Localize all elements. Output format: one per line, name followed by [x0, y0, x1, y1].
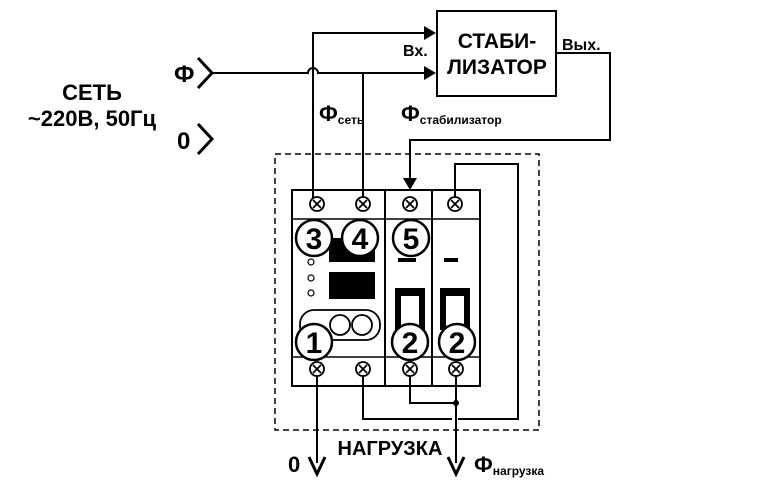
number-circles [294, 218, 477, 362]
phase-load-main: Ф [474, 452, 493, 477]
wires [212, 32, 611, 463]
display-bottom [329, 272, 375, 299]
number-3: 3 [306, 223, 323, 256]
arrow-to-terminal-5 [403, 178, 417, 190]
terminal-bottom-2 [355, 361, 371, 377]
breaker-1-dash [398, 258, 416, 262]
terminal-bottom-3 [402, 361, 418, 377]
stabilizer-input-label: Вх. [403, 43, 428, 60]
phase-load-sub: нагрузка [493, 464, 545, 478]
junction-dot [453, 400, 459, 406]
breaker-2-dash [444, 258, 458, 262]
enclosure-dashed [274, 153, 540, 431]
stabilizer-title-line1: СТАБИ- [458, 30, 537, 53]
number-2a: 2 [402, 327, 419, 360]
phase-connector-icon [196, 56, 215, 90]
phase-load-tag: Фнагрузка [474, 452, 544, 478]
breaker-1-toggle-inner [401, 296, 419, 330]
led-4 [307, 289, 315, 297]
arrow-input-phase [424, 66, 436, 80]
number-2b: 2 [449, 327, 466, 360]
terminal-top-3 [402, 196, 418, 212]
led-3 [307, 274, 315, 282]
number-1: 1 [306, 327, 323, 360]
relay-button-left[interactable] [329, 314, 351, 336]
network-title: СЕТЬ [62, 80, 122, 105]
breaker-2-toggle-inner [446, 296, 464, 330]
arrow-neutral-out [307, 456, 327, 478]
terminal-top-1 [309, 196, 325, 212]
phase-network-tag: Фсеть [319, 101, 364, 127]
terminal-top-4 [447, 196, 463, 212]
relay-button-right[interactable] [351, 314, 373, 336]
neutral-connector-icon [196, 122, 215, 156]
phase-stabilizer-sub: стабилизатор [420, 113, 502, 127]
load-title: НАГРУЗКА [338, 438, 443, 460]
phase-input-label: Ф [174, 61, 194, 88]
led-2 [307, 258, 315, 266]
number-4: 4 [352, 223, 369, 256]
number-5: 5 [403, 223, 420, 256]
phase-stabilizer-main: Ф [401, 101, 420, 126]
phase-network-main: Ф [319, 101, 338, 126]
arrow-phase-out [446, 456, 466, 478]
stabilizer-title-line2: ЛИЗАТОР [447, 56, 547, 79]
terminal-top-2 [355, 196, 371, 212]
stabilizer-box [436, 10, 557, 97]
load-neutral-label: 0 [288, 452, 300, 477]
network-spec: ~220В, 50Гц [28, 106, 157, 131]
stabilizer-output-label: Вых. [562, 37, 601, 54]
neutral-input-label: 0 [177, 128, 190, 155]
terminal-bottom-4 [448, 361, 464, 377]
phase-stabilizer-tag: Фстабилизатор [401, 101, 502, 127]
terminal-bottom-1 [309, 361, 325, 377]
arrow-input-top [424, 26, 436, 40]
phase-network-sub: сеть [338, 113, 364, 127]
